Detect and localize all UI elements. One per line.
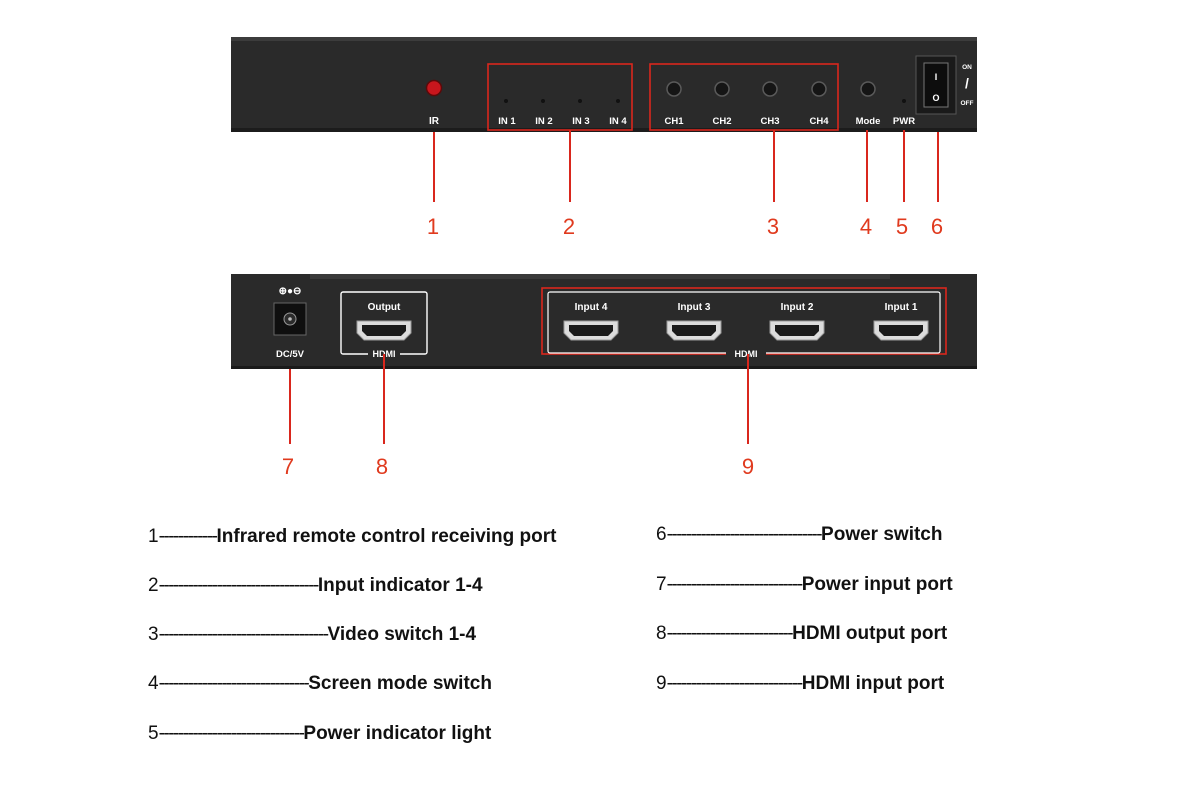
- device-diagram: IR IN 1 IN 2 IN 3 IN 4 CH1 CH2 CH3 CH4 M…: [231, 37, 977, 479]
- legend-item-2: 2---------------------------------Input …: [148, 575, 483, 597]
- in4-led: [616, 99, 620, 103]
- dc-label: DC/5V: [276, 349, 305, 360]
- callout-9: 9: [742, 454, 754, 479]
- callout-2: 2: [563, 214, 575, 239]
- ch3-label: CH3: [760, 116, 779, 127]
- legend-desc: Video switch 1-4: [327, 624, 477, 645]
- legend-dashes: --------------------------: [666, 623, 794, 644]
- legend-item-3: 3-----------------------------------Vide…: [148, 624, 476, 646]
- power-switch-rocker[interactable]: [923, 62, 949, 108]
- switch-off-label: OFF: [961, 100, 974, 107]
- legend-desc: Infrared remote control receiving port: [216, 526, 557, 547]
- in2-led: [541, 99, 545, 103]
- mode-label: Mode: [856, 116, 881, 127]
- legend-desc: Screen mode switch: [308, 673, 492, 694]
- rocker-off-glyph: O: [932, 93, 939, 103]
- hdmi-input2-port: [769, 320, 825, 341]
- rear-callouts: [289, 354, 749, 444]
- mode-button[interactable]: [860, 81, 876, 97]
- dc-polarity-symbol: ⊕●⊖: [279, 286, 302, 297]
- ir-receiver-window: [425, 79, 443, 97]
- legend-num: 8: [656, 623, 667, 644]
- legend-dashes: ----------------------------: [666, 673, 804, 694]
- legend-dashes: -------------------------------: [158, 673, 310, 694]
- ch4-button[interactable]: [811, 81, 827, 97]
- legend-dashes: ------------: [158, 526, 218, 547]
- rear-panel: ⊕●⊖ DC/5V Output HDMI HDMI Input 4 Input…: [231, 274, 977, 369]
- pwr-label: PWR: [893, 116, 915, 127]
- in4-label: IN 4: [609, 116, 627, 127]
- legend-desc: HDMI input port: [801, 673, 945, 694]
- callout-4: 4: [860, 214, 872, 239]
- legend-dashes: -----------------------------------: [158, 624, 329, 645]
- ch3-button[interactable]: [762, 81, 778, 97]
- legend-item-6: 6--------------------------------Power s…: [656, 524, 942, 546]
- hdmi-input4-port: [563, 320, 619, 341]
- legend-desc: Power indicator light: [303, 723, 492, 744]
- legend-desc: Input indicator 1-4: [317, 575, 483, 596]
- in2-label: IN 2: [535, 116, 552, 127]
- legend-num: 3: [148, 624, 159, 645]
- ch4-label: CH4: [809, 116, 829, 127]
- input2-label: Input 2: [781, 302, 814, 313]
- front-panel-body: [231, 37, 977, 132]
- hdmi-input1-port: [873, 320, 929, 341]
- legend-item-8: 8--------------------------HDMI output p…: [656, 623, 947, 645]
- legend-dashes: ------------------------------: [158, 723, 305, 744]
- switch-slash: /: [965, 75, 969, 91]
- ch2-label: CH2: [712, 116, 731, 127]
- legend-item-4: 4-------------------------------Screen m…: [148, 673, 492, 695]
- callout-1: 1: [427, 214, 439, 239]
- rocker-on-glyph: I: [935, 72, 938, 82]
- ch1-label: CH1: [664, 116, 684, 127]
- callout-6: 6: [931, 214, 943, 239]
- callout-3: 3: [767, 214, 779, 239]
- hdmi-input3-port: [666, 320, 722, 341]
- ir-label: IR: [429, 116, 440, 127]
- legend-num: 9: [656, 673, 667, 694]
- in3-label: IN 3: [572, 116, 589, 127]
- legend-desc: HDMI output port: [792, 623, 948, 644]
- legend-desc: Power input port: [801, 574, 953, 595]
- channel-button-group-box: [649, 63, 839, 131]
- ch2-button[interactable]: [714, 81, 730, 97]
- in3-led: [578, 99, 582, 103]
- callout-7: 7: [282, 454, 294, 479]
- legend-dashes: ----------------------------: [666, 574, 804, 595]
- legend-dashes: ---------------------------------: [158, 575, 320, 596]
- in1-label: IN 1: [498, 116, 516, 127]
- power-led: [902, 99, 906, 103]
- input4-label: Input 4: [575, 302, 608, 313]
- legend-num: 5: [148, 723, 159, 744]
- legend-num: 2: [148, 575, 159, 596]
- legend-item-9: 9----------------------------HDMI input …: [656, 673, 944, 695]
- input3-label: Input 3: [678, 302, 711, 313]
- legend-dashes: --------------------------------: [666, 524, 823, 545]
- inputs-hdmi-label: HDMI: [735, 349, 758, 359]
- legend-desc: Power switch: [821, 524, 943, 545]
- in1-led: [504, 99, 508, 103]
- input-indicator-group-box: [487, 63, 633, 131]
- legend-num: 6: [656, 524, 667, 545]
- legend-num: 7: [656, 574, 667, 595]
- legend-item-5: 5------------------------------Power ind…: [148, 723, 491, 745]
- front-callouts: [433, 130, 939, 202]
- switch-on-label: ON: [962, 64, 972, 71]
- hdmi-output-port: [356, 320, 412, 341]
- callout-8: 8: [376, 454, 388, 479]
- legend-item-7: 7----------------------------Power input…: [656, 574, 953, 596]
- legend-num: 1: [148, 526, 159, 547]
- output-label: Output: [368, 302, 401, 313]
- legend-num: 4: [148, 673, 159, 694]
- ch1-button[interactable]: [666, 81, 682, 97]
- callout-5: 5: [896, 214, 908, 239]
- input1-label: Input 1: [885, 302, 918, 313]
- legend-item-1: 1------------Infrared remote control rec…: [148, 526, 556, 548]
- front-panel: IR IN 1 IN 2 IN 3 IN 4 CH1 CH2 CH3 CH4 M…: [231, 37, 977, 132]
